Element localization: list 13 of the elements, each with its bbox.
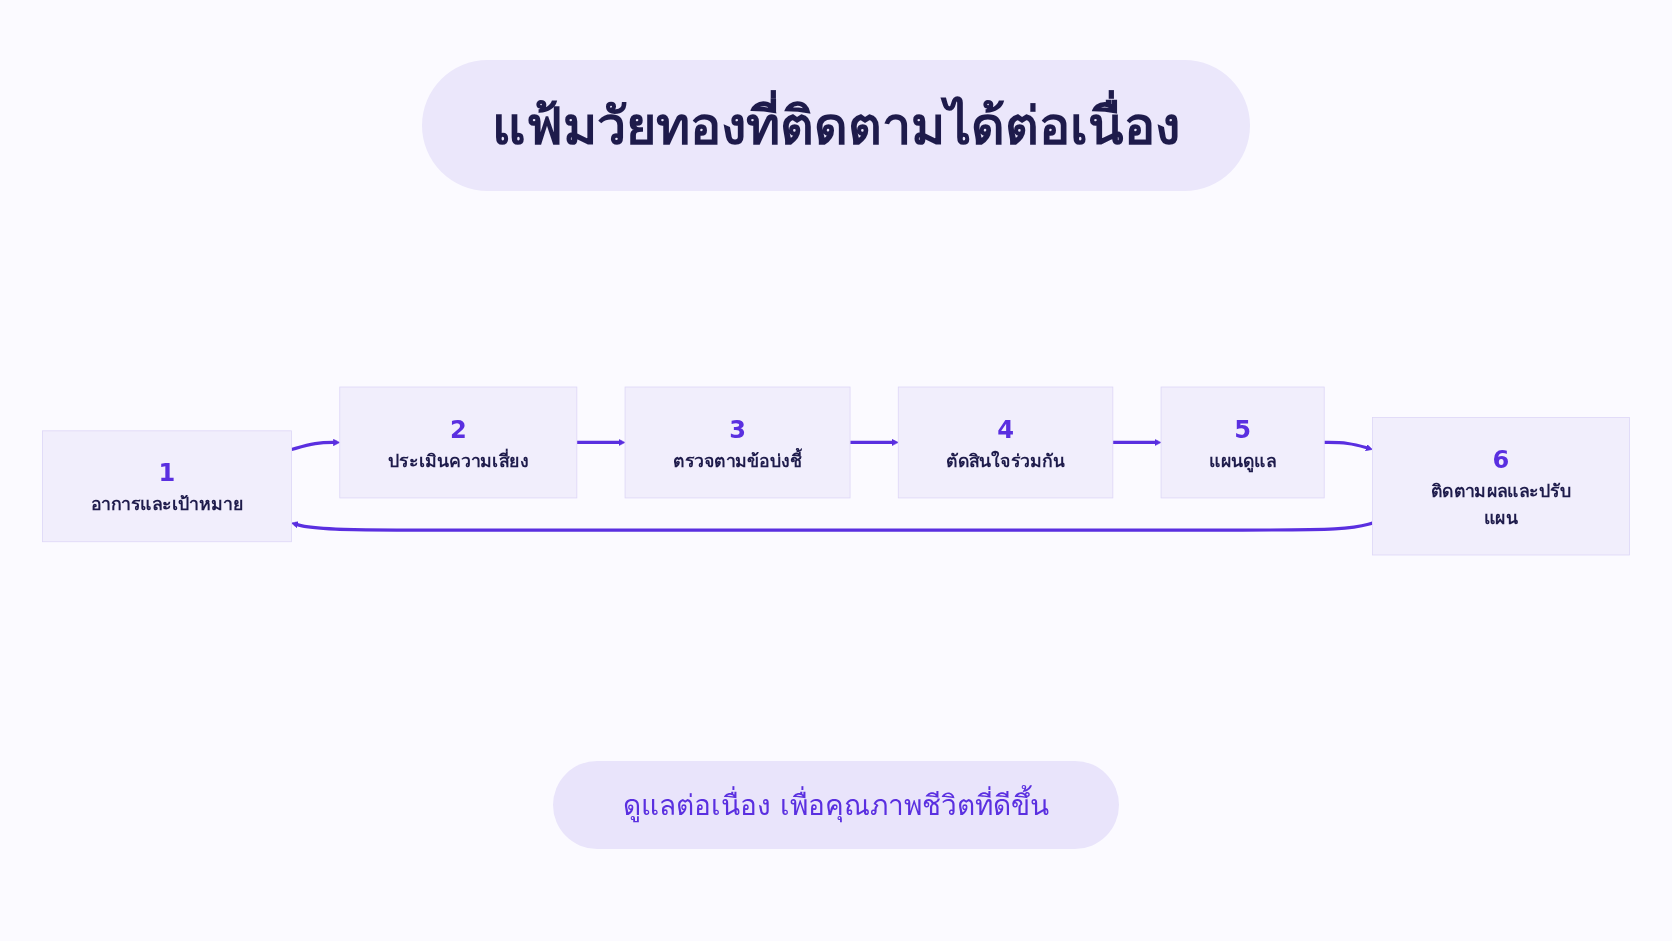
node-box: 1 อาการและเป้าหมาย bbox=[42, 430, 292, 543]
title: แฟ้มวัยทองที่ติดตามได้ต่อเนื่อง bbox=[422, 60, 1250, 191]
arrow bbox=[850, 438, 899, 446]
node-box: 5 แผนดูแล bbox=[1160, 386, 1325, 499]
node-box: 2 ประเมินความเสี่ยง bbox=[339, 386, 578, 499]
arrow bbox=[291, 438, 341, 452]
caption: ดูแลต่อเนื่อง เพื่อคุณภาพชีวิตที่ดีขึ้น bbox=[553, 761, 1119, 849]
node-box: 6 ติดตามผลและปรับแผน bbox=[1372, 417, 1630, 556]
arrow bbox=[1324, 440, 1373, 452]
arrow bbox=[1112, 438, 1162, 446]
arrow bbox=[291, 521, 1373, 532]
node-box: 4 ตัดสินใจร่วมกัน bbox=[897, 386, 1114, 499]
arrow bbox=[576, 438, 626, 446]
